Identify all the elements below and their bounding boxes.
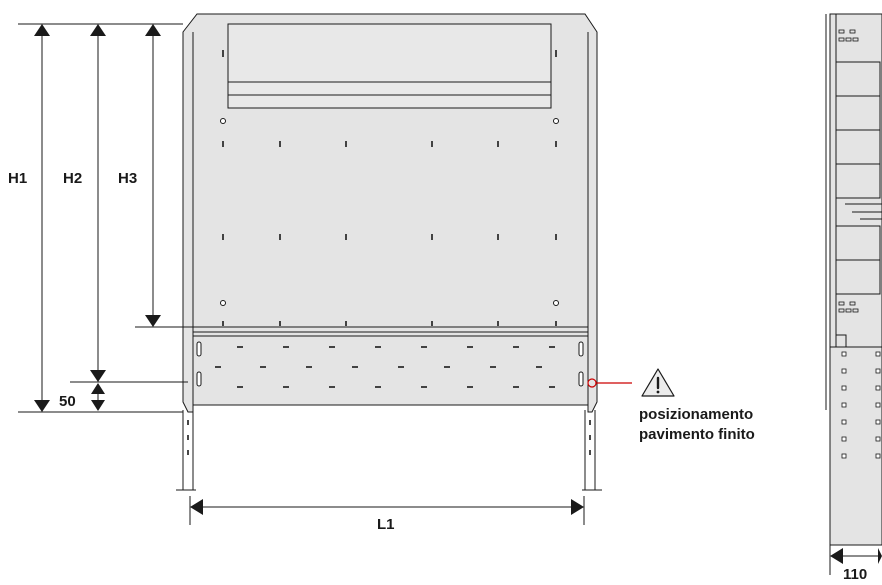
top-box xyxy=(227,23,552,109)
slot-row-1 xyxy=(222,141,557,147)
side-perforations xyxy=(841,351,881,459)
note-line-2: pavimento finito xyxy=(639,426,755,443)
slot-row-3 xyxy=(222,321,557,326)
dim-label-h2: H2 xyxy=(63,170,82,187)
dim-label-h3: H3 xyxy=(118,170,137,187)
slot-row-2 xyxy=(222,234,557,240)
warning-triangle-icon xyxy=(641,368,675,397)
bottom-rail xyxy=(193,331,588,388)
dim-label-110: 110 xyxy=(843,566,867,583)
dimension-lines xyxy=(18,23,882,575)
side-modules xyxy=(835,61,882,295)
floor-level-note: posizionamento pavimento finito xyxy=(587,368,755,443)
mounting-holes xyxy=(220,118,559,306)
left-leg xyxy=(176,410,196,491)
dim-label-l1: L1 xyxy=(377,516,395,533)
dim-label-50: 50 xyxy=(59,393,76,410)
front-view xyxy=(176,13,602,491)
dim-label-h1: H1 xyxy=(8,170,27,187)
upper-slots xyxy=(222,50,557,57)
frame-panel xyxy=(182,13,598,413)
side-view xyxy=(825,13,882,546)
right-leg xyxy=(582,410,602,491)
note-line-1: posizionamento xyxy=(639,406,753,423)
